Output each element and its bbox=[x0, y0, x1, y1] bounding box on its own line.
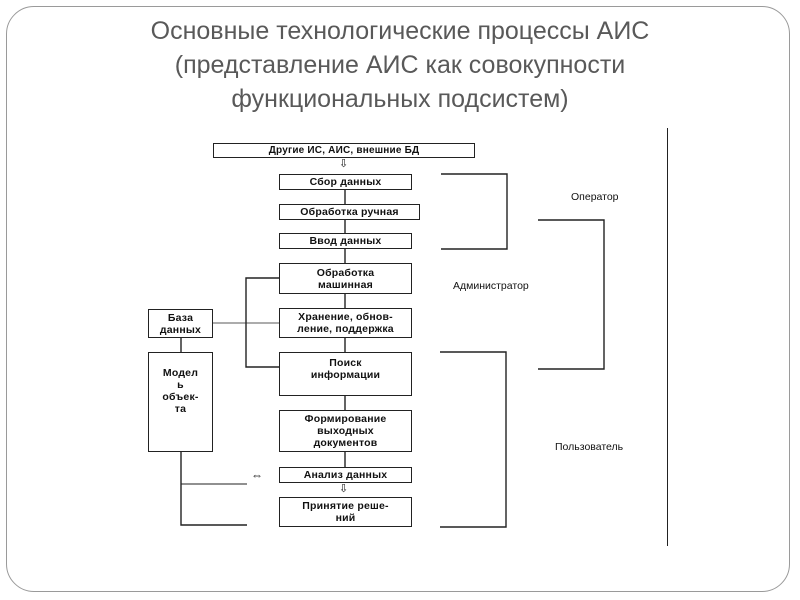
manual-processing-box: Обработка ручная bbox=[279, 204, 420, 220]
output-line-3: документов bbox=[313, 437, 378, 449]
output-docs-box: Формирование выходных документов bbox=[279, 410, 412, 452]
data-analysis-box: Анализ данных bbox=[279, 467, 412, 483]
search-line-1: Поиск bbox=[329, 357, 362, 369]
model-line-3: объек- bbox=[162, 391, 199, 403]
decision-box: Принятие реше- ний bbox=[279, 497, 412, 527]
machine-processing-line-1: Обработка bbox=[316, 266, 375, 279]
data-input-box: Ввод данных bbox=[279, 233, 412, 249]
role-operator: Оператор bbox=[571, 191, 619, 203]
title-line-2: (представление АИС как совокупности bbox=[174, 51, 626, 79]
search-box: Поиск информации bbox=[279, 352, 412, 396]
storage-line-2: ление, поддержка bbox=[297, 323, 394, 335]
slide-title: Основные технологические процессы АИС (п… bbox=[60, 14, 740, 116]
model-line-2: ь bbox=[177, 379, 184, 391]
collect-data-box: Сбор данных bbox=[279, 174, 412, 190]
database-line-2: данных bbox=[159, 323, 202, 336]
machine-search-loop bbox=[245, 277, 279, 368]
down-arrow-icon: ⇩ bbox=[339, 158, 349, 170]
database-box: База данных bbox=[148, 309, 213, 338]
object-model-box: Модел ь объек- та bbox=[148, 352, 213, 452]
model-feedback-line bbox=[180, 452, 247, 526]
storage-box: Хранение, обнов- ление, поддержка bbox=[279, 308, 412, 338]
machine-processing-line-2: машинная bbox=[318, 278, 373, 291]
role-user: Пользователь bbox=[555, 441, 624, 453]
bidirectional-arrow-icon: ⇔ bbox=[251, 468, 263, 482]
external-systems-box: Другие ИС, АИС, внешние БД bbox=[213, 143, 475, 158]
slide-frame bbox=[6, 6, 790, 592]
model-line-4: та bbox=[174, 403, 187, 415]
title-line-3: функциональных подсистем) bbox=[231, 85, 569, 113]
decision-line-2: ний bbox=[335, 512, 356, 524]
storage-line-1: Хранение, обнов- bbox=[298, 311, 393, 323]
output-line-2: выходных bbox=[317, 425, 374, 437]
search-line-2: информации bbox=[310, 369, 381, 381]
database-line-1: База bbox=[167, 311, 194, 324]
role-administrator: Администратор bbox=[453, 280, 529, 292]
model-line-1: Модел bbox=[162, 367, 199, 379]
diagram-border bbox=[667, 128, 668, 546]
administrator-bracket bbox=[538, 219, 605, 370]
user-bracket bbox=[440, 351, 507, 528]
title-line-1: Основные технологические процессы АИС bbox=[150, 17, 650, 45]
operator-bracket bbox=[441, 173, 508, 250]
machine-processing-box: Обработка машинная bbox=[279, 263, 412, 294]
decision-line-1: Принятие реше- bbox=[302, 500, 389, 512]
down-arrow-icon-2: ⇩ bbox=[339, 483, 349, 495]
output-line-1: Формирование bbox=[304, 413, 387, 425]
